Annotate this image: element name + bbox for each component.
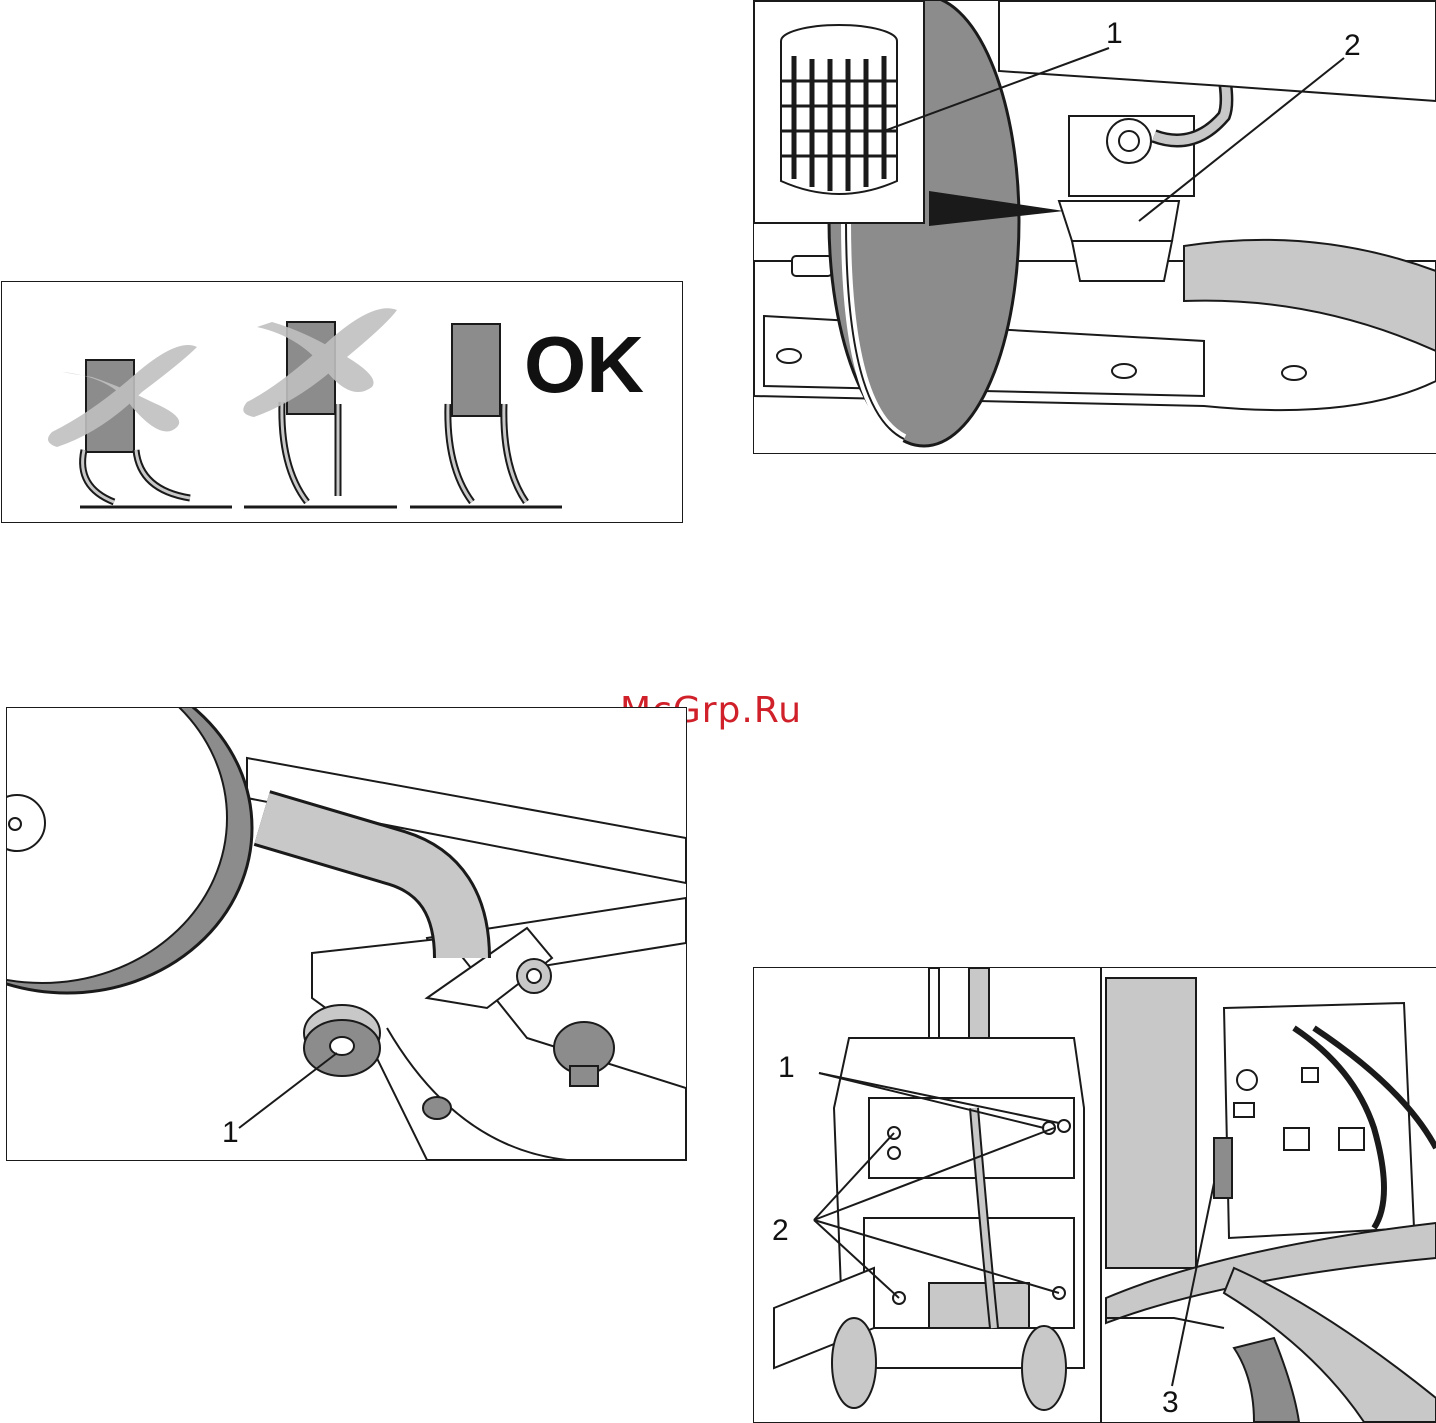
- filter-callout-2: 2: [1344, 31, 1361, 61]
- machine-rear-view: [774, 968, 1084, 1410]
- filter-illustration: [754, 1, 1436, 453]
- blade-ok: [448, 324, 526, 502]
- filter-sieve-icon: [781, 25, 897, 194]
- machine-callout-3: 3: [1162, 1388, 1179, 1418]
- wheel: [7, 708, 252, 993]
- machine-illustration: [754, 968, 1436, 1422]
- small-wing-nut: [423, 1097, 451, 1119]
- ok-label: OK: [524, 325, 644, 405]
- filter-figure: 1 2: [753, 0, 1436, 454]
- hose-figure: 1: [6, 707, 687, 1161]
- machine-figure: 1 2 3: [753, 967, 1436, 1423]
- hose-illustration: [7, 708, 686, 1160]
- machine-callout-1: 1: [778, 1053, 795, 1083]
- filter-callout-1: 1: [1106, 19, 1123, 49]
- castor-wheel: [304, 1005, 380, 1076]
- machine-callout-2: 2: [772, 1216, 789, 1246]
- hose-callout-1: 1: [222, 1118, 239, 1148]
- control-board-view: [1106, 978, 1436, 1422]
